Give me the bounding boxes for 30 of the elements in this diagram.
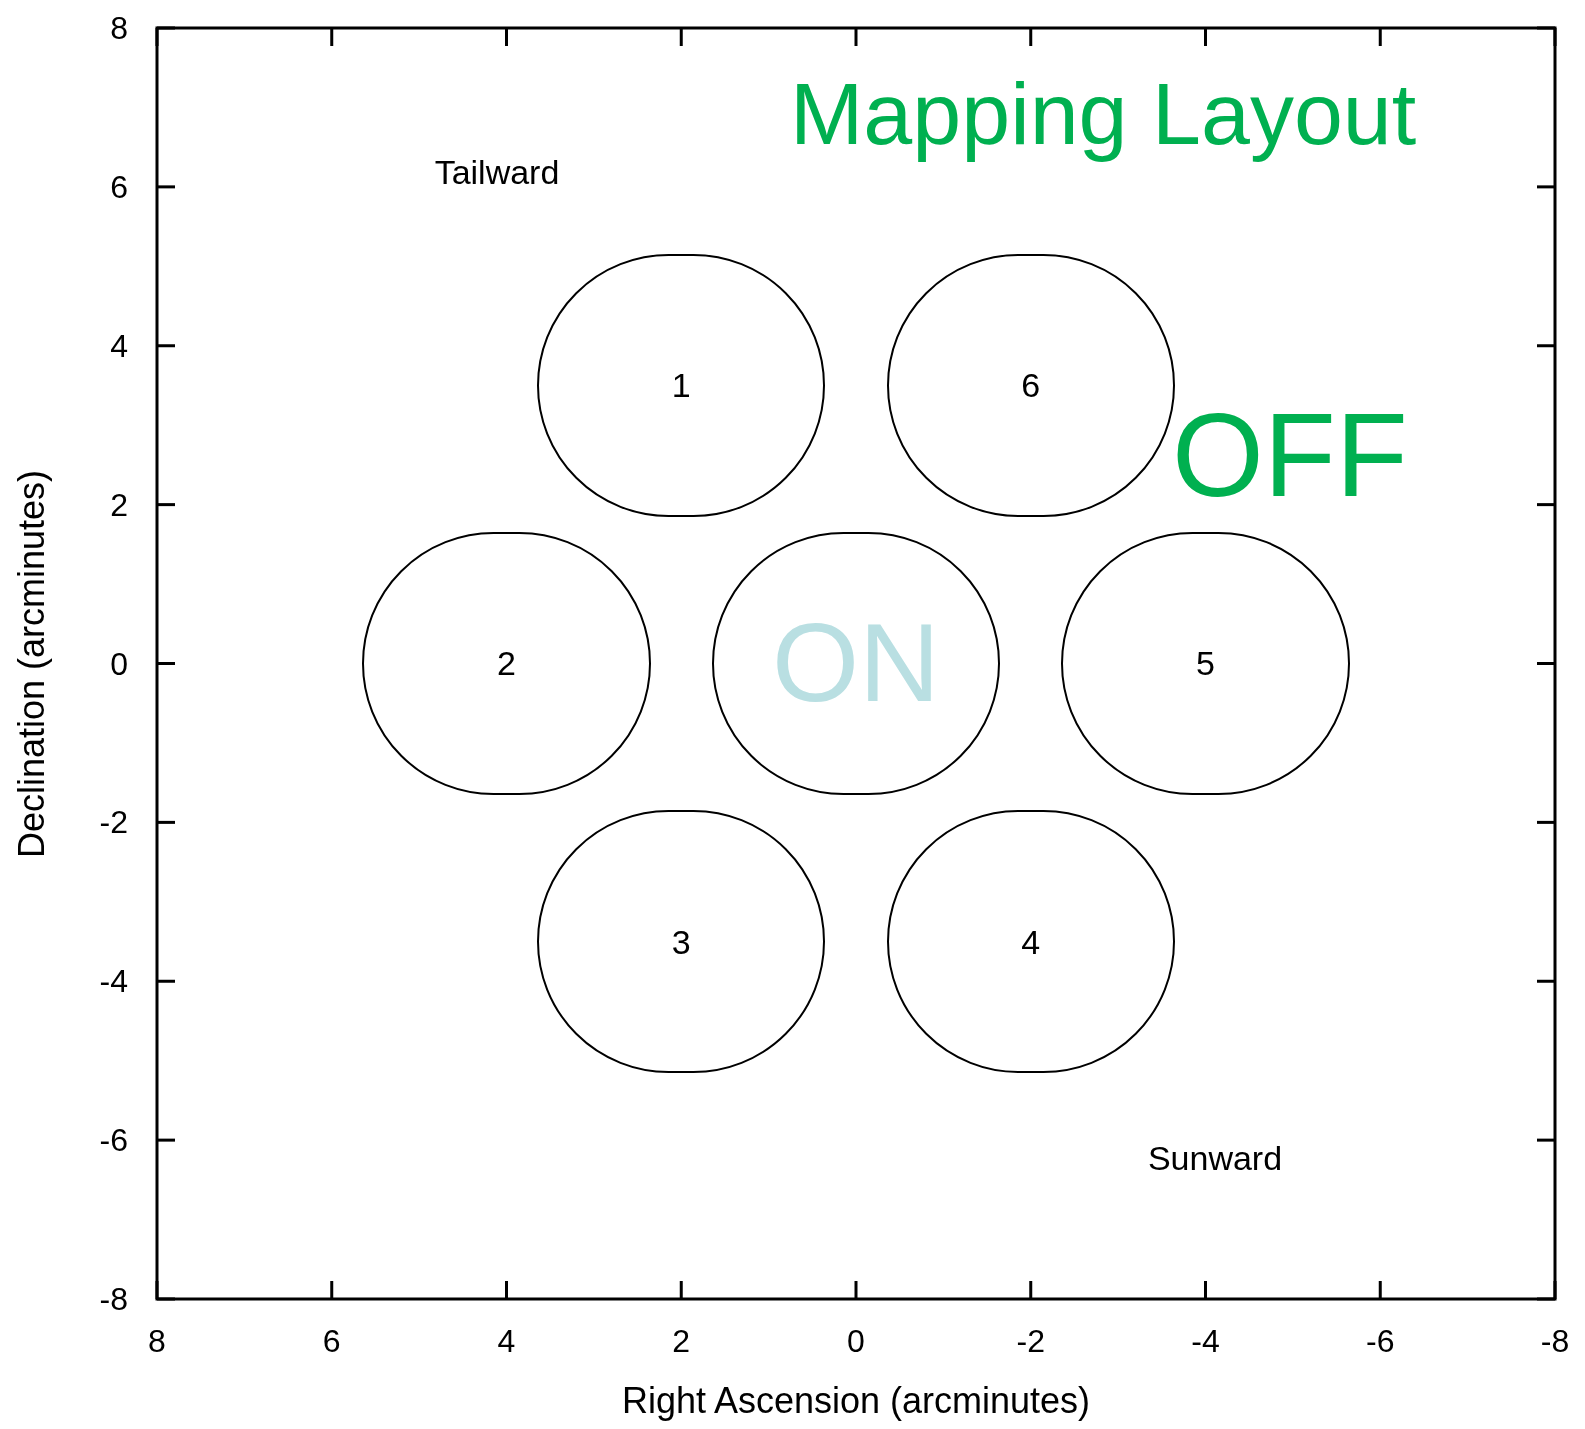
axis-title: Right Ascension (arcminutes): [621, 1383, 1091, 1419]
beam-number: 2: [497, 646, 516, 681]
beam-number: 4: [1021, 924, 1041, 959]
tick-label: -6: [1366, 1325, 1395, 1357]
tick-label: -8: [1540, 1325, 1570, 1357]
tick-label: 2: [672, 1325, 691, 1357]
tick-label: 2: [110, 488, 128, 521]
tick-label: -2: [1016, 1325, 1045, 1357]
tick-label: 8: [148, 1325, 166, 1357]
axis-title: Declination (arcminutes): [14, 469, 50, 859]
tick-label: -2: [99, 806, 128, 839]
tick-label: 0: [847, 1325, 865, 1357]
direction-label: Tailward: [434, 155, 560, 189]
direction-label: Sunward: [1147, 1141, 1283, 1175]
beam-number: 3: [671, 924, 691, 959]
beam-number: 5: [1196, 646, 1215, 681]
tick-label: 8: [110, 12, 128, 44]
tick-label: 4: [497, 1325, 516, 1357]
beam-number: 1: [671, 368, 691, 403]
tick-label: -8: [99, 1283, 128, 1315]
off-label: OFF: [1172, 396, 1408, 514]
tick-label: -6: [99, 1124, 128, 1157]
tick-label: -4: [99, 965, 128, 998]
tick-label: 6: [322, 1325, 341, 1357]
tick-label: 6: [110, 170, 128, 203]
tick-label: 0: [110, 647, 128, 680]
on-label: ON: [772, 607, 940, 720]
beam-number: 6: [1021, 368, 1041, 403]
tick-label: -4: [1191, 1325, 1220, 1357]
tick-label: 4: [110, 329, 128, 362]
